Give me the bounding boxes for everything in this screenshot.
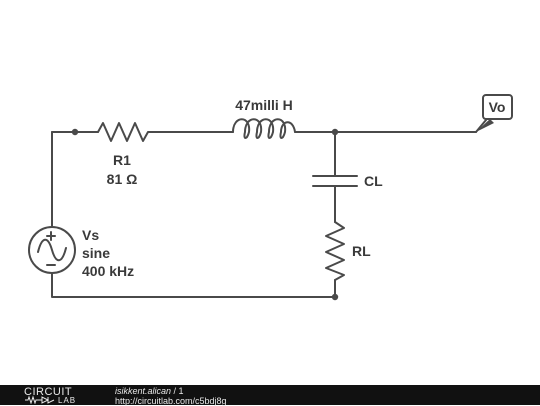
schematic-canvas: Vo 47milli H R1 81 Ω CL RL Vs sine 400 k… <box>28 94 513 301</box>
resistor-r1-symbol[interactable] <box>97 122 153 142</box>
logo-text-top: CIRCUIT <box>24 386 72 398</box>
circuitlab-logo[interactable]: CIRCUIT LAB <box>24 386 94 404</box>
footer-url-link[interactable]: http://circuitlab.com/c5bdj8g <box>115 396 227 406</box>
junction-dot <box>71 128 79 136</box>
sine-wave-icon <box>37 238 67 262</box>
resistor-rl-symbol[interactable] <box>325 221 345 281</box>
capacitor-name-label: CL <box>364 173 383 189</box>
logo-wave-icon <box>25 395 55 404</box>
r1-value-label: 81 Ω <box>107 171 138 187</box>
separator-text: / <box>171 386 179 396</box>
junction-dot <box>331 128 339 136</box>
inductor-symbol[interactable] <box>232 118 296 139</box>
probe-label: Vo <box>489 99 506 115</box>
footer-author-line: isikkent.alican / 1 <box>115 386 184 396</box>
probe-arrow-icon <box>476 119 494 132</box>
author-name[interactable]: isikkent.alican <box>115 386 172 396</box>
source-name-label: Vs <box>82 227 99 243</box>
source-frequency-label: 400 kHz <box>82 263 134 279</box>
probe-pointer-icon <box>475 119 487 133</box>
rl-name-label: RL <box>352 243 371 259</box>
logo-text-bottom: LAB <box>58 396 76 404</box>
probe-box[interactable] <box>482 94 513 120</box>
source-type-label: sine <box>82 245 110 261</box>
page-number: 1 <box>178 386 184 396</box>
sine-source-symbol[interactable] <box>28 226 76 274</box>
source-bottom-wire <box>51 272 336 298</box>
footer-bar <box>0 385 540 405</box>
r1-name-label: R1 <box>113 152 131 168</box>
junction-dot <box>331 293 339 301</box>
inductor-value-label: 47milli H <box>235 97 293 113</box>
